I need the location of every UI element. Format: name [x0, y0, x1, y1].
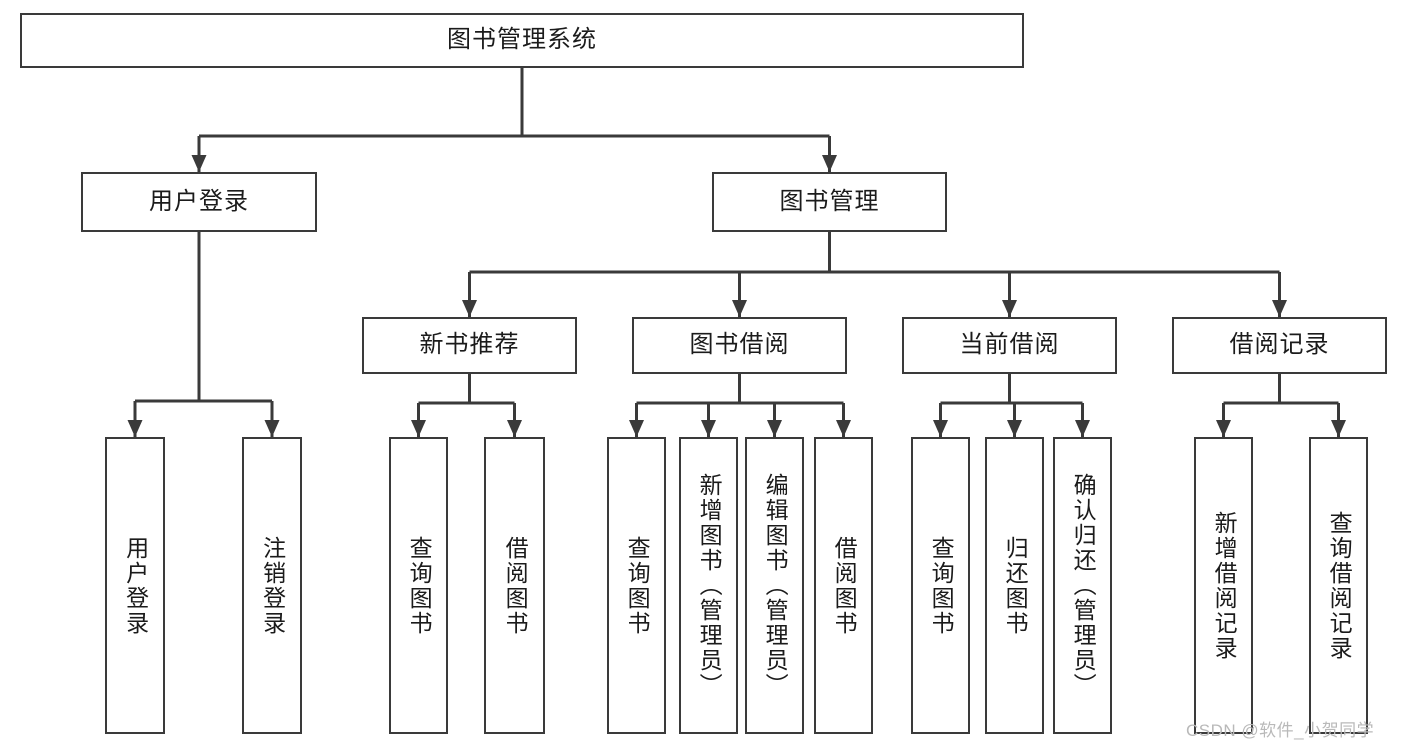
node-label: 新增借阅记录: [1211, 510, 1238, 661]
node-leaf-borrow-book-rec[interactable]: 借阅图书: [484, 437, 545, 734]
node-label: 借阅图书: [831, 535, 858, 636]
node-leaf-edit-book[interactable]: 编辑图书（管理员）: [745, 437, 804, 734]
node-label: 借阅图书: [502, 535, 529, 636]
arrow-head-icon: [767, 420, 782, 437]
node-label: 借阅记录: [1229, 331, 1330, 359]
arrow-head-icon: [191, 155, 207, 172]
arrow-head-icon: [507, 420, 522, 437]
node-label: 查询图书: [928, 535, 955, 636]
node-user-login[interactable]: 用户登录: [81, 172, 317, 232]
node-leaf-query-record[interactable]: 查询借阅记录: [1309, 437, 1368, 734]
node-label: 新书推荐: [419, 331, 520, 359]
arrow-head-icon: [1216, 420, 1231, 437]
arrow-head-icon: [264, 420, 280, 437]
node-label: 用户登录: [149, 187, 249, 215]
node-label: 确认归还（管理员）: [1070, 473, 1097, 698]
node-label: 查询图书: [406, 535, 433, 636]
arrow-head-icon: [127, 420, 143, 437]
node-book-borrow[interactable]: 图书借阅: [632, 317, 847, 374]
node-leaf-add-book[interactable]: 新增图书（管理员）: [679, 437, 738, 734]
node-leaf-query-book-cur[interactable]: 查询图书: [911, 437, 970, 734]
arrow-head-icon: [701, 420, 716, 437]
node-new-book-rec[interactable]: 新书推荐: [362, 317, 577, 374]
arrow-head-icon: [1331, 420, 1346, 437]
node-leaf-return-book[interactable]: 归还图书: [985, 437, 1044, 734]
node-label: 查询借阅记录: [1326, 510, 1353, 661]
arrow-head-icon: [411, 420, 426, 437]
node-label: 查询图书: [624, 535, 651, 636]
arrow-head-icon: [1272, 300, 1287, 317]
node-leaf-confirm-return[interactable]: 确认归还（管理员）: [1053, 437, 1112, 734]
arrow-head-icon: [933, 420, 948, 437]
node-root[interactable]: 图书管理系统: [20, 13, 1024, 68]
watermark-label: CSDN @软件_小贺同学: [1186, 721, 1375, 740]
node-label: 用户登录: [122, 535, 149, 636]
node-borrow-record[interactable]: 借阅记录: [1172, 317, 1387, 374]
arrow-head-icon: [732, 300, 747, 317]
arrow-head-icon: [822, 155, 837, 172]
node-label: 新增图书（管理员）: [696, 473, 723, 698]
arrow-head-icon: [1007, 420, 1022, 437]
arrow-head-icon: [1002, 300, 1017, 317]
node-current-borrow[interactable]: 当前借阅: [902, 317, 1117, 374]
node-label: 归还图书: [1002, 535, 1029, 636]
node-label: 图书借阅: [689, 331, 790, 359]
node-leaf-query-book-borrow[interactable]: 查询图书: [607, 437, 666, 734]
node-leaf-borrow-book[interactable]: 借阅图书: [814, 437, 873, 734]
arrow-head-icon: [462, 300, 477, 317]
node-book-manage[interactable]: 图书管理: [712, 172, 947, 232]
node-label: 当前借阅: [959, 331, 1060, 359]
node-leaf-user-login[interactable]: 用户登录: [105, 437, 165, 734]
arrow-head-icon: [1075, 420, 1090, 437]
node-label: 注销登录: [259, 535, 286, 636]
node-label: 编辑图书（管理员）: [762, 473, 789, 698]
arrow-head-icon: [836, 420, 851, 437]
node-label: 图书管理系统: [447, 26, 597, 54]
node-leaf-user-logout[interactable]: 注销登录: [242, 437, 302, 734]
node-leaf-add-record[interactable]: 新增借阅记录: [1194, 437, 1253, 734]
arrow-head-icon: [629, 420, 644, 437]
node-label: 图书管理: [779, 187, 880, 215]
node-leaf-query-book-rec[interactable]: 查询图书: [389, 437, 448, 734]
